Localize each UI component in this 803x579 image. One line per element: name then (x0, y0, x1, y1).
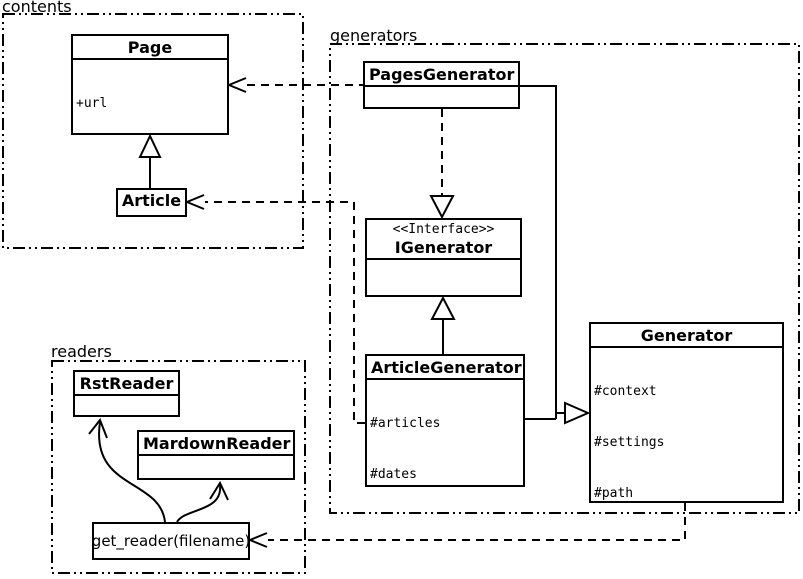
class-attribute: +url (76, 96, 108, 111)
class-title: Generator (640, 326, 733, 345)
class-title: Page (127, 38, 173, 57)
class-attributes: +url +slug +summary (73, 58, 227, 133)
class-title: PagesGenerator (369, 65, 515, 84)
class-article-generator: ArticleGenerator #articles #dates #tags … (365, 354, 525, 487)
generator-to-getreader-dependency-line (268, 503, 686, 541)
article-to-page-inheritance-triangle-icon (138, 133, 162, 158)
pagesgenerator-to-generator-inheritance-line (520, 85, 557, 419)
class-pages-generator: PagesGenerator #pages (363, 61, 520, 109)
class-title: IGenerator (394, 238, 493, 257)
class-igenerator: <<Interface>> IGenerator +generate_conte… (365, 218, 522, 297)
class-methods: +generate_context() +generate_output() (367, 258, 520, 297)
class-title: ArticleGenerator (371, 358, 522, 377)
class-title: RstReader (79, 374, 174, 393)
class-rst-reader: RstReader +read() (73, 370, 180, 417)
class-title: MardownReader (143, 434, 291, 453)
getreader-to-rstreader-arrow-line (98, 421, 166, 523)
class-article: Article (116, 188, 187, 217)
pagesgenerator-to-igenerator-triangle-icon (429, 195, 455, 220)
package-contents-label: contents (2, 0, 72, 16)
getreader-to-mardownreader-arrowhead-icon (209, 480, 229, 501)
package-readers-border (51, 360, 306, 574)
class-methods: +read() (139, 454, 293, 478)
function-get-reader-label: get_reader(filename) (91, 532, 251, 550)
package-contents-border (2, 13, 304, 249)
class-attributes: #articles #dates #tags #categories (367, 378, 523, 485)
class-generator: Generator #context #settings #path #them… (589, 322, 784, 503)
class-attribute: #articles (370, 416, 441, 431)
function-get-reader: get_reader(filename) (92, 522, 250, 560)
class-page: Page +url +slug +summary +check_properti… (71, 34, 229, 135)
articlegenerator-to-article-dependency-line (205, 201, 365, 424)
package-readers-label: readers (51, 342, 112, 361)
class-attribute: #context (594, 384, 657, 399)
package-generators-border (329, 43, 800, 514)
generator-inheritance-triangle-icon (564, 401, 591, 425)
pagesgenerator-to-page-arrowhead-icon (226, 77, 247, 93)
class-mardown-reader: MardownReader +read() (137, 430, 295, 480)
package-generators-label: generators (330, 26, 418, 45)
getreader-to-mardownreader-arrow-line (176, 484, 222, 523)
class-attribute: #path (594, 486, 634, 501)
class-attribute: #dates (370, 467, 417, 482)
class-attribute: #settings (594, 435, 665, 450)
getreader-to-rstreader-arrowhead-icon (88, 418, 108, 439)
class-method: +generate_context() (370, 295, 517, 297)
class-attributes: #context #settings #path #theme #output_… (591, 346, 782, 501)
articlegenerator-to-igenerator-triangle-icon (430, 295, 456, 320)
class-methods: +read() (75, 394, 178, 415)
class-attributes: #pages (365, 85, 518, 107)
class-stereotype: <<Interface>> (392, 222, 495, 237)
class-title: Article (121, 191, 182, 210)
generator-to-getreader-arrowhead-icon (247, 532, 268, 548)
articlegenerator-to-article-arrowhead-icon (184, 194, 205, 210)
